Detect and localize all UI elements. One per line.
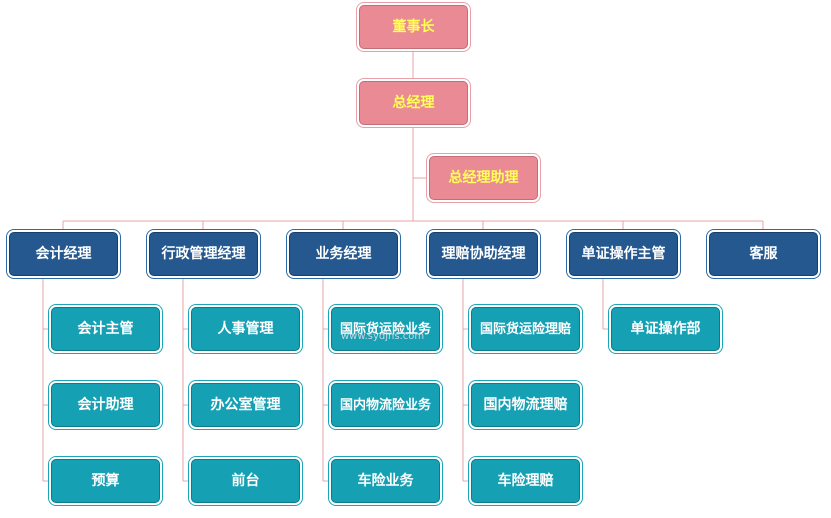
unit-node: 办公室管理 — [191, 383, 300, 427]
manager-node-documents: 单证操作主管 — [569, 232, 678, 276]
unit-node: 车险业务 — [331, 459, 440, 503]
manager-node-admin: 行政管理经理 — [149, 232, 258, 276]
unit-node: 国内物流险业务 — [331, 383, 440, 427]
manager-node-accounting: 会计经理 — [9, 232, 118, 276]
manager-node-business: 业务经理 — [289, 232, 398, 276]
chairman-node: 董事长 — [359, 5, 468, 49]
watermark: www.sydjns.com — [341, 331, 425, 342]
manager-node-customer-service: 客服 — [709, 232, 818, 276]
unit-node: 会计主管 — [51, 307, 160, 351]
manager-node-claims: 理赔协助经理 — [429, 232, 538, 276]
unit-node: 国际货运险业务 — [331, 307, 440, 351]
unit-node: 预算 — [51, 459, 160, 503]
unit-node: 人事管理 — [191, 307, 300, 351]
unit-node: 国内物流理赔 — [471, 383, 580, 427]
unit-node: 单证操作部 — [611, 307, 720, 351]
unit-node: 国际货运险理赔 — [471, 307, 580, 351]
unit-node: 前台 — [191, 459, 300, 503]
gm-assistant-node: 总经理助理 — [429, 156, 538, 200]
unit-node: 会计助理 — [51, 383, 160, 427]
unit-node: 车险理赔 — [471, 459, 580, 503]
general-manager-node: 总经理 — [359, 81, 468, 125]
